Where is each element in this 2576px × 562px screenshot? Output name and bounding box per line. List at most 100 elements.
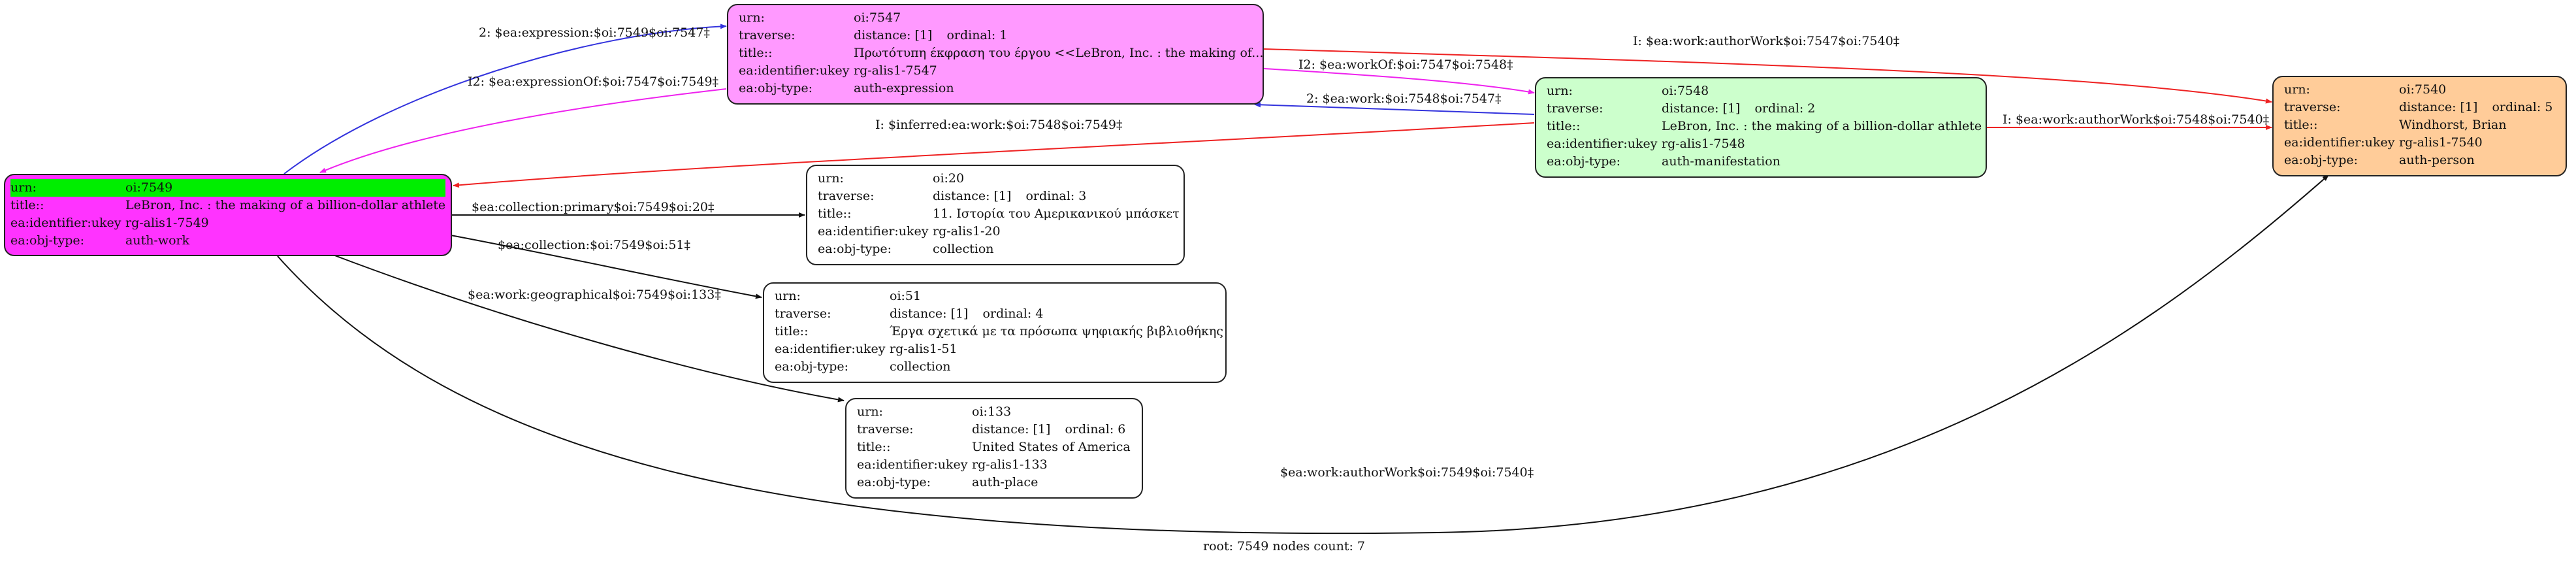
node-7547[interactable]: urn: oi:7547 traverse: distance: [1] ordina…	[727, 4, 1264, 105]
edge-label-expression: 2: $ea:expression:$oi:7549$oi:7547‡	[479, 25, 710, 40]
urn-key: urn:	[1547, 84, 1573, 98]
traverse-key: traverse:	[775, 306, 831, 321]
row-type: ea:obj-type:auth-manifestation	[1547, 153, 1975, 171]
edge-label-collection-primary: $ea:collection:primary$oi:7549$oi:20‡	[472, 200, 715, 214]
edge-expression	[283, 24, 727, 174]
type-key: ea:obj-type:	[775, 359, 849, 374]
edge-inferred	[453, 122, 1535, 188]
graph-footer: root: 7549 nodes count: 7	[1203, 539, 1366, 554]
edge-work-of	[1263, 68, 1535, 95]
row-type: ea:obj-type:auth-work	[10, 232, 445, 250]
row-title: title::Windhorst, Brian	[2284, 116, 2555, 134]
type-key: ea:obj-type:	[2284, 153, 2359, 167]
row-ukey: ea:identifier:ukey rg-alis1-51	[775, 340, 1215, 358]
row-urn: urn:oi:7548	[1547, 82, 1975, 100]
row-urn: urn:oi:20	[818, 170, 1173, 188]
ukey-key: ea:identifier:ukey	[1547, 137, 1658, 151]
row-urn: urn: oi:7547	[739, 9, 1252, 27]
row-traverse: traverse:distance: [1]ordinal: 4	[775, 305, 1215, 323]
row-title: title::Έργα σχετικά με τα πρόσωπα ψηφιακ…	[775, 323, 1223, 340]
title-key: title::	[739, 46, 773, 60]
ukey-value: rg-alis1-7548	[1662, 137, 1745, 151]
edge-expression-of	[319, 88, 727, 173]
edge-label-author-work-7547: I: $ea:work:authorWork$oi:7547$oi:7540‡	[1633, 34, 1900, 48]
row-traverse: traverse:distance: [1]ordinal: 3	[818, 188, 1173, 205]
distance-value: distance: [1]	[2399, 100, 2478, 114]
ukey-value: rg-alis1-51	[890, 342, 958, 356]
ukey-key: ea:identifier:ukey	[739, 63, 850, 78]
edge-author-work-7547	[1263, 48, 2272, 104]
title-key: title::	[857, 440, 891, 454]
traverse-key: traverse:	[1547, 101, 1603, 116]
node-7548[interactable]: urn:oi:7548 traverse:distance: [1]ordina…	[1535, 77, 1987, 178]
node-133[interactable]: urn: oi:133 traverse: distance: [1] ordinal…	[845, 398, 1143, 499]
urn-key: urn:	[10, 180, 37, 195]
edge-geographical	[332, 254, 845, 403]
row-title: title::LeBron, Inc. : the making of a bi…	[1547, 118, 1982, 135]
type-value: auth-person	[2399, 153, 2475, 167]
ordinal-value: ordinal: 3	[1025, 189, 1087, 203]
title-value: LeBron, Inc. : the making of a billion-d…	[125, 198, 446, 212]
ordinal-value: ordinal: 6	[1065, 422, 1126, 437]
ukey-key: ea:identifier:ukey	[775, 342, 886, 356]
edge-label-geographical: $ea:work:geographical$oi:7549$oi:133‡	[468, 288, 721, 302]
urn-key: urn:	[739, 10, 765, 25]
urn-value: oi:7540	[2399, 82, 2447, 97]
row-traverse: traverse: distance: [1] ordinal: 6	[857, 421, 1131, 438]
row-traverse: traverse:distance: [1]ordinal: 2	[1547, 100, 1975, 118]
type-key: ea:obj-type:	[857, 475, 931, 489]
edge-label-collection: $ea:collection:$oi:7549$oi:51‡	[498, 238, 691, 252]
type-key: ea:obj-type:	[739, 81, 813, 95]
ukey-value: rg-alis1-7547	[854, 63, 937, 78]
urn-key: urn:	[775, 289, 801, 303]
title-key: title::	[775, 324, 809, 339]
row-type: ea:obj-type:auth-place	[857, 474, 1131, 491]
edge-author-work-7549	[277, 174, 2329, 535]
row-urn: urn: oi:133	[857, 403, 1131, 421]
ukey-key: ea:identifier:ukey	[857, 457, 968, 472]
node-7549[interactable]: urn: oi:7549 title::LeBron, Inc. : the ma…	[4, 174, 452, 256]
type-key: ea:obj-type:	[10, 233, 85, 248]
edge-collection	[450, 235, 762, 299]
traverse-key: traverse:	[818, 189, 875, 203]
urn-value: oi:7549	[125, 180, 173, 195]
type-value: collection	[933, 242, 994, 256]
title-value: United States of America	[972, 440, 1131, 454]
node-7540[interactable]: urn:oi:7540 traverse:distance: [1]ordina…	[2272, 76, 2567, 176]
row-urn: urn:oi:7540	[2284, 81, 2555, 99]
type-value: collection	[890, 359, 951, 374]
distance-value: distance: [1]	[972, 422, 1051, 437]
node-20[interactable]: urn:oi:20 traverse:distance: [1]ordinal:…	[806, 165, 1185, 265]
type-value: auth-expression	[854, 81, 954, 95]
distance-value: distance: [1]	[854, 28, 933, 42]
row-ukey: ea:identifier:ukey rg-alis1-7548	[1547, 135, 1975, 153]
ukey-key: ea:identifier:ukey	[2284, 135, 2395, 150]
row-type: ea:obj-type:collection	[818, 240, 1173, 258]
title-key: title::	[10, 198, 44, 212]
distance-value: distance: [1]	[1662, 101, 1741, 116]
urn-value: oi:133	[972, 405, 1012, 419]
urn-value: oi:7547	[854, 10, 901, 25]
edge-label-work: 2: $ea:work:$oi:7548$oi:7547‡	[1306, 91, 1502, 106]
edge-label-expression-of: I2: $ea:expressionOf:$oi:7547$oi:7549‡	[468, 74, 719, 89]
row-ukey: ea:identifier:ukey rg-alis1-133	[857, 456, 1131, 474]
traverse-key: traverse:	[739, 28, 796, 42]
edge-label-inferred: I: $inferred:ea:work:$oi:7548$oi:7549‡	[875, 118, 1123, 132]
edge-label-work-of: I2: $ea:workOf:$oi:7547$oi:7548‡	[1298, 58, 1513, 72]
title-value: 11. Ιστορία του Αμερικανικού μπάσκετ	[933, 207, 1180, 221]
ukey-key: ea:identifier:ukey	[818, 224, 929, 239]
ordinal-value: ordinal: 1	[946, 28, 1008, 42]
title-value: Έργα σχετικά με τα πρόσωπα ψηφιακής βιβλ…	[890, 324, 1223, 339]
row-title: title::LeBron, Inc. : the making of a bi…	[10, 197, 445, 214]
traverse-key: traverse:	[857, 422, 914, 437]
row-traverse: traverse: distance: [1] ordinal: 1	[739, 27, 1252, 44]
row-urn: urn: oi:7549	[10, 179, 445, 197]
ukey-value: rg-alis1-133	[972, 457, 1048, 472]
row-type: ea:obj-type: auth-expression	[739, 80, 1252, 97]
edge-label-author-work-7549: $ea:work:authorWork$oi:7549$oi:7540‡	[1280, 465, 1534, 480]
title-value: Windhorst, Brian	[2399, 118, 2507, 132]
node-51[interactable]: urn:oi:51 traverse:distance: [1]ordinal:…	[763, 282, 1227, 383]
urn-key: urn:	[857, 405, 883, 419]
